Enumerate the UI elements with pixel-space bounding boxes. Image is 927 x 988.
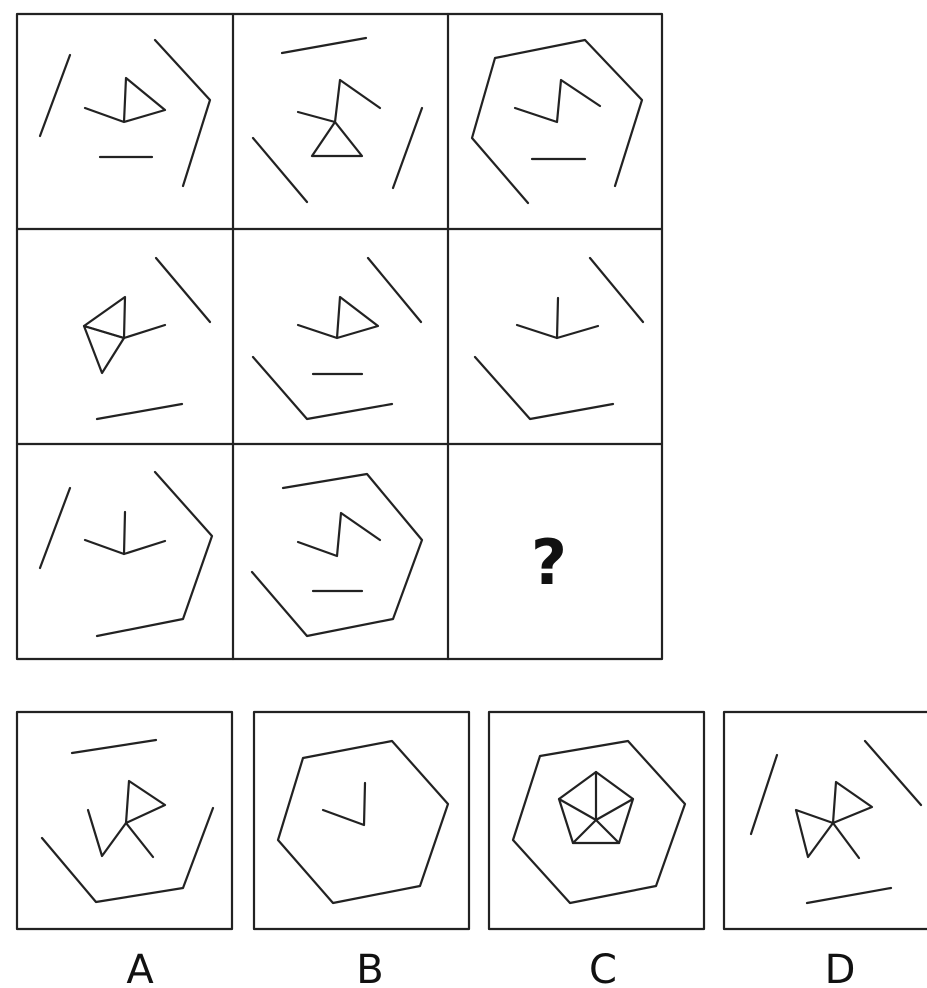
option-a-label: A [126,947,154,988]
question-mark: ? [531,526,567,599]
matrix-cell-1-1 [40,40,210,186]
matrix-cell-3-2 [252,474,422,636]
option-b-label: B [356,947,383,988]
option-d[interactable] [724,712,927,929]
matrix-cell-2-1 [84,258,210,419]
matrix-cell-1-2 [253,38,422,202]
option-d-label: D [825,947,856,988]
matrix-cell-1-3 [472,40,642,203]
option-c-label: C [589,947,617,988]
matrix-cell-3-1 [40,472,212,636]
matrix-cell-2-2 [253,258,421,419]
option-a[interactable] [17,712,232,929]
option-c[interactable] [489,712,704,929]
matrix-cell-2-3 [475,258,643,419]
option-b[interactable] [254,712,469,929]
matrix-cell-3-3: ? [531,526,567,599]
